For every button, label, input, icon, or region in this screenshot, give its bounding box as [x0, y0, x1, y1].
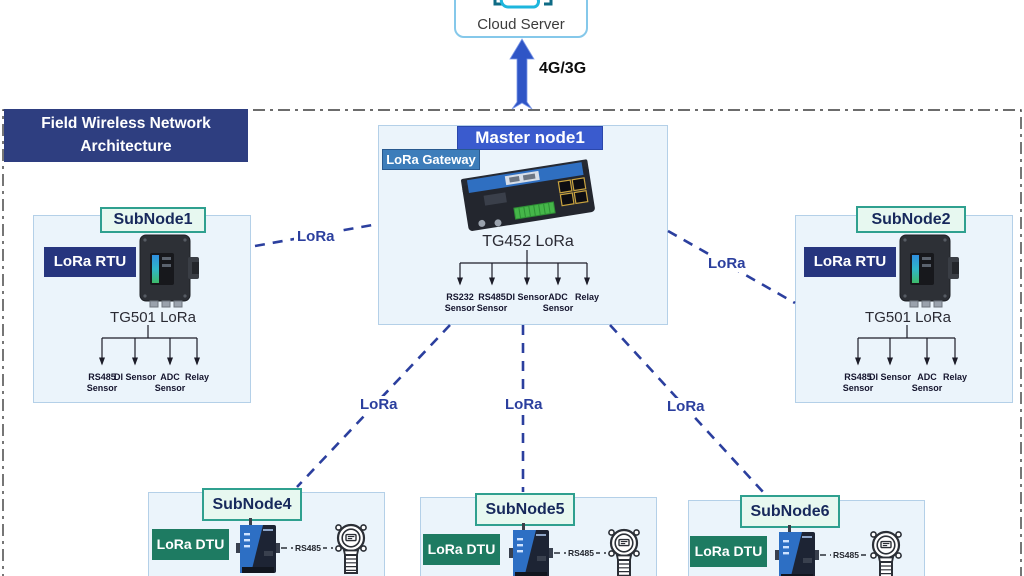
master-title-banner: Master node1	[457, 126, 603, 150]
subnode6-role-banner: LoRa DTU	[690, 536, 767, 567]
lora-label-subnode1: LoRa	[294, 228, 338, 245]
tg501-device-image	[139, 234, 199, 308]
subnode5-role-banner: LoRa DTU	[423, 534, 500, 565]
rs485-label-subnode5: RS485	[566, 548, 596, 558]
subnode6-title-banner: SubNode6	[740, 495, 840, 528]
subnode1-sensor-relay: Relay	[184, 372, 210, 382]
lora-label-subnode4: LoRa	[357, 396, 401, 413]
subnode1-role-banner: LoRa RTU	[44, 247, 136, 277]
subnode2-title-banner: SubNode2	[856, 206, 966, 233]
subnode1-title-banner: SubNode1	[100, 207, 206, 233]
subnode2-role-banner: LoRa RTU	[804, 247, 896, 277]
master-sensor-relay: Relay	[574, 292, 600, 302]
master-device-caption: TG452 LoRa	[482, 233, 574, 250]
lora-label-subnode2: LoRa	[705, 255, 749, 272]
subnode4-role-banner: LoRa DTU	[152, 529, 229, 560]
lora-dtu-device-image	[775, 525, 819, 576]
rs485-label-subnode6: RS485	[831, 550, 861, 560]
subnode1-device-caption: TG501 LoRa	[110, 309, 196, 326]
subnode2-sensor-relay: Relay	[942, 372, 968, 382]
field-title: Field Wireless Network Architecture	[4, 109, 248, 162]
gas-sensor-icon	[608, 528, 640, 576]
subnode5-title-banner: SubNode5	[475, 493, 575, 526]
tg452-device-image	[460, 159, 595, 231]
uplink-4g3g-label: 4G/3G	[539, 60, 587, 77]
subnode2-device-caption: TG501 LoRa	[865, 309, 951, 326]
subnode4-title-banner: SubNode4	[202, 488, 302, 521]
lora-dtu-device-image	[509, 523, 553, 576]
cloud-server-box: Cloud Server	[454, 0, 588, 38]
cloud-server-label: Cloud Server	[477, 16, 565, 33]
lora-dtu-device-image	[236, 518, 280, 573]
gas-sensor-icon	[335, 523, 367, 574]
lora-label-subnode5: LoRa	[502, 396, 546, 413]
cloud-icon	[493, 0, 553, 9]
gas-sensor-icon	[870, 530, 902, 576]
lora-label-subnode6: LoRa	[664, 398, 708, 415]
rs485-label-subnode4: RS485	[293, 543, 323, 553]
uplink-arrow	[509, 38, 535, 110]
tg501-device-image	[899, 234, 959, 308]
